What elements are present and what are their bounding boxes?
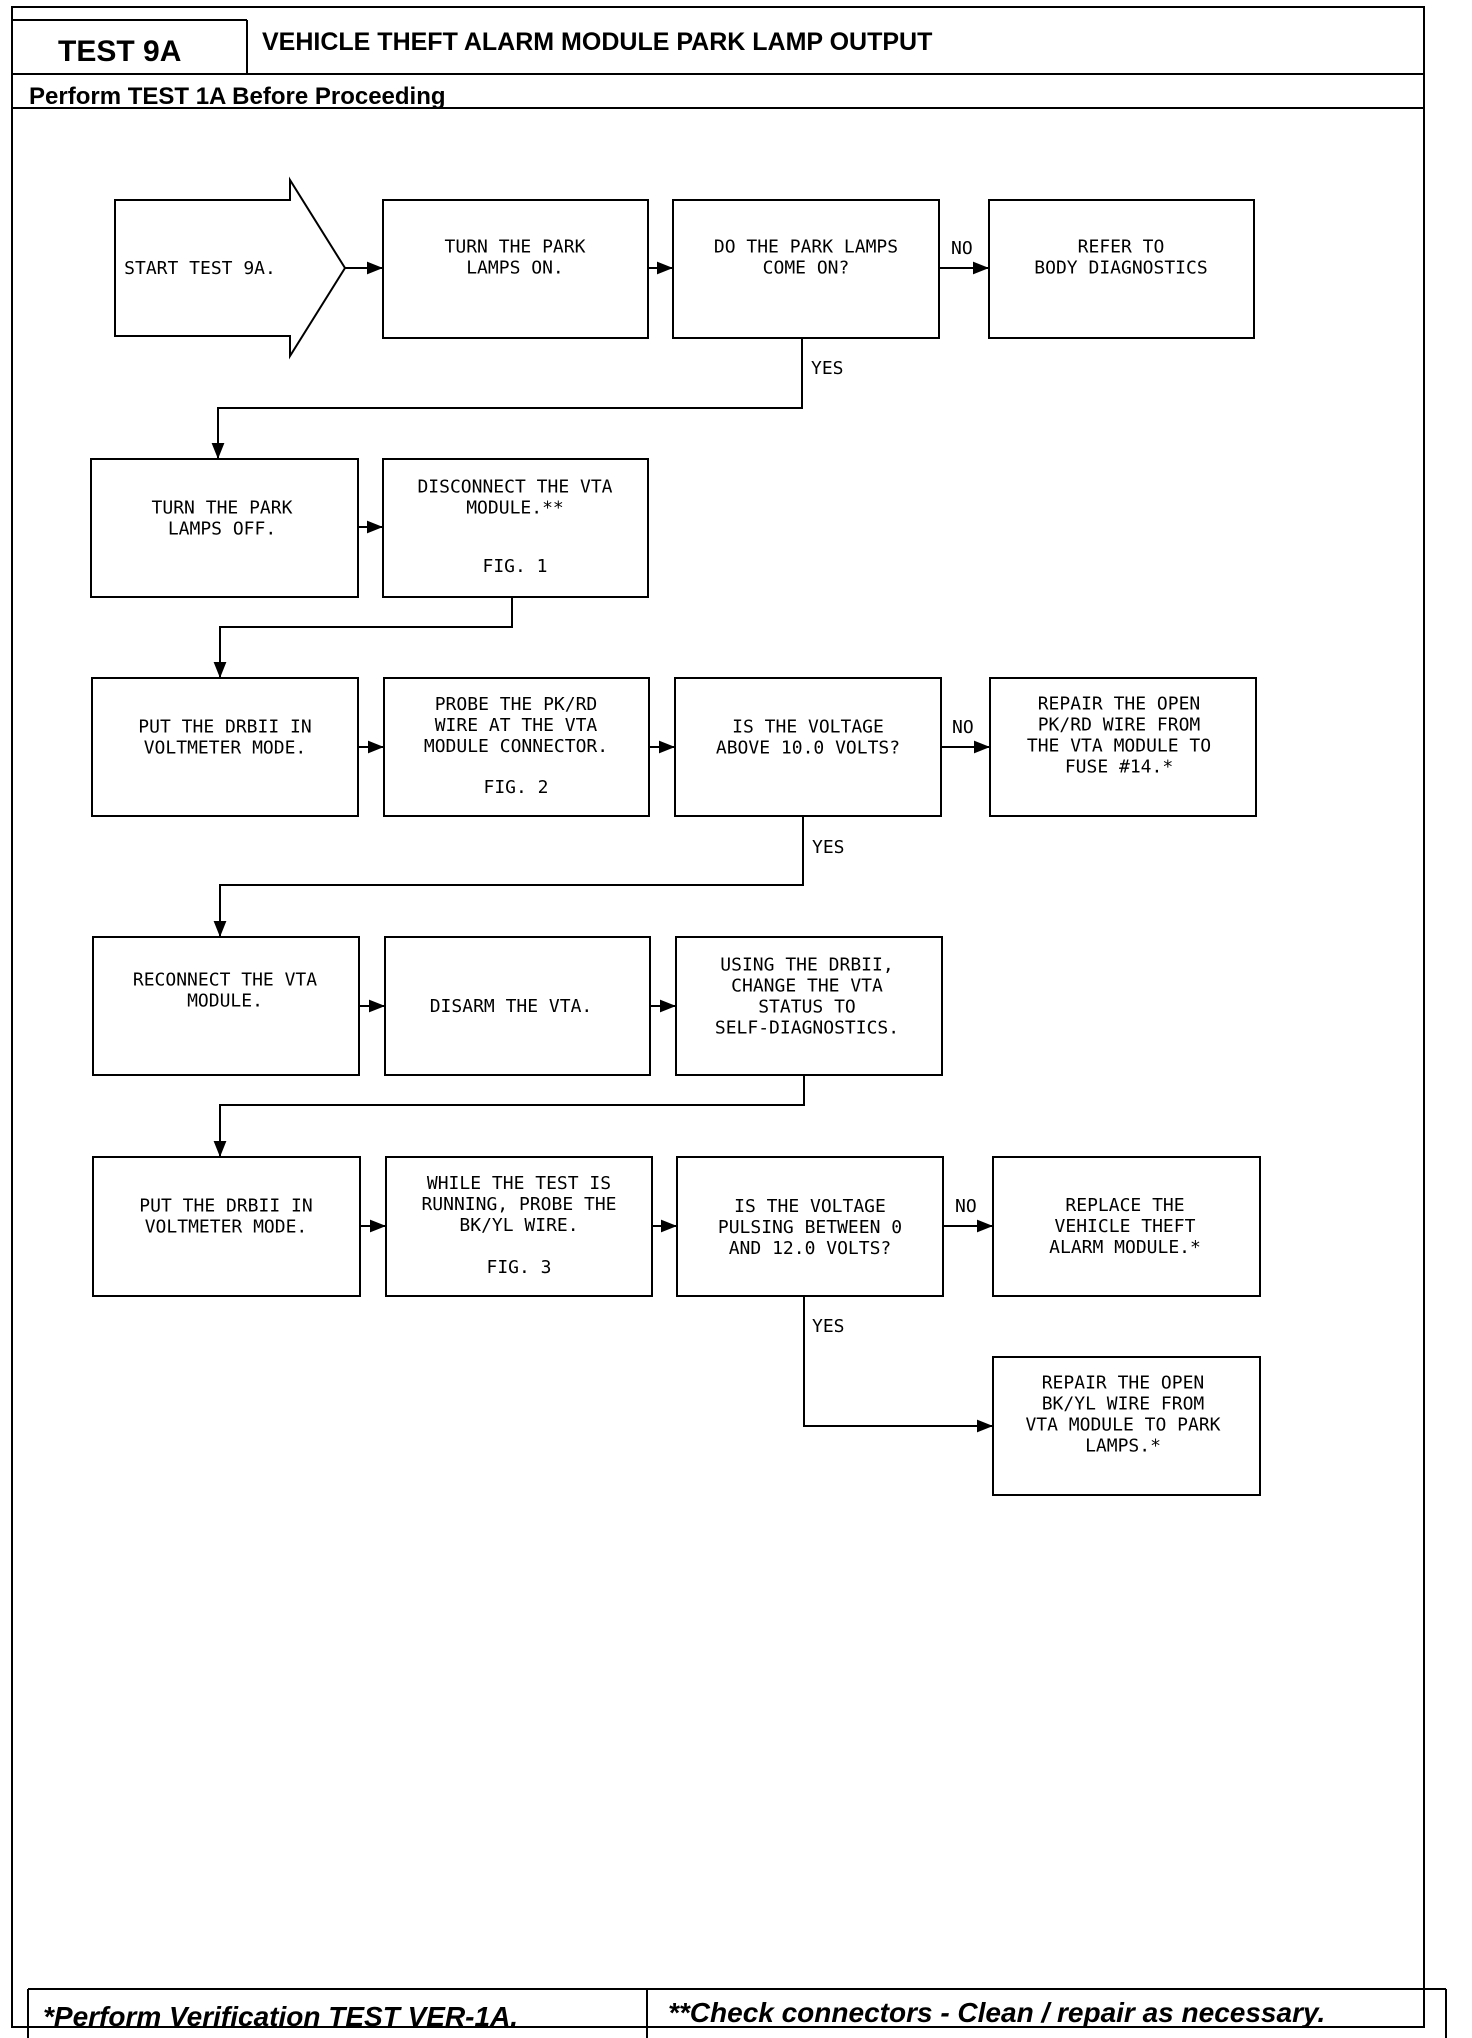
start-test-label: START TEST 9A. — [124, 258, 276, 279]
voltage-pulsing-question-box — [676, 1156, 944, 1297]
text-line: PK/RD WIRE FROM — [1038, 715, 1201, 736]
text-line: THE VTA MODULE TO — [1027, 736, 1211, 757]
fig-2-label: FIG. 2 — [483, 777, 548, 798]
test-id: TEST 9A — [58, 35, 181, 68]
text-line: PULSING BETWEEN 0 — [718, 1217, 902, 1238]
text-line: TURN THE PARK — [445, 237, 586, 258]
text-line: WIRE AT THE VTA — [435, 715, 598, 736]
text-line: ABOVE 10.0 VOLTS? — [716, 738, 900, 759]
text-line: BODY DIAGNOSTICS — [1034, 258, 1207, 279]
text-line: MODULE.** — [466, 498, 564, 519]
fig-1-label: FIG. 1 — [482, 556, 547, 577]
connector-yes-repair-bkyl — [803, 1296, 993, 1433]
repair-bkyl-box — [992, 1356, 1261, 1496]
yes-label-2: YES — [812, 837, 845, 858]
connector-yes-to-reconnect — [213, 816, 804, 937]
text-line: REPLACE THE — [1065, 1195, 1184, 1216]
footer-verification-note: *Perform Verification TEST VER-1A. — [43, 2001, 518, 2032]
probe-pkrd-box — [383, 677, 650, 817]
prerequisite-note: Perform TEST 1A Before Proceeding — [29, 83, 446, 110]
text-line: TURN THE PARK — [152, 498, 293, 519]
text-line: BK/YL WIRE FROM — [1042, 1394, 1205, 1415]
voltage-above-10-question-box — [674, 677, 942, 817]
self-diagnostics-box — [675, 936, 943, 1076]
text-line: CHANGE THE VTA — [731, 976, 883, 997]
text-line: VOLTMETER MODE. — [144, 738, 307, 759]
no-label-2: NO — [952, 717, 974, 738]
connector-disconnect-to-voltmeter — [213, 597, 513, 678]
start-arrow-shape — [114, 176, 347, 360]
text-line: VOLTMETER MODE. — [145, 1217, 308, 1238]
yes-label-1: YES — [811, 358, 844, 379]
text-line: REFER TO — [1078, 237, 1165, 258]
text-line: PUT THE DRBII IN — [139, 1196, 312, 1217]
text-line: WHILE THE TEST IS — [427, 1173, 611, 1194]
disarm-vta-text: DISARM THE VTA. — [430, 996, 593, 1017]
text-line: IS THE VOLTAGE — [734, 1196, 886, 1217]
no-label-1: NO — [951, 238, 973, 259]
text-line: RECONNECT THE VTA — [133, 970, 317, 991]
page-title: VEHICLE THEFT ALARM MODULE PARK LAMP OUT… — [262, 28, 932, 56]
text-line: RUNNING, PROBE THE — [421, 1194, 616, 1215]
footer-connectors-note: **Check connectors - Clean / repair as n… — [668, 1997, 1325, 2028]
text-line: DO THE PARK LAMPS — [714, 237, 898, 258]
connector-self-diag-to-voltmeter — [213, 1075, 805, 1157]
text-line: PUT THE DRBII IN — [138, 717, 311, 738]
refer-body-diagnostics-box — [988, 199, 1255, 339]
text-line: MODULE CONNECTOR. — [424, 736, 608, 757]
text-line: REPAIR THE OPEN — [1038, 694, 1201, 715]
text-line: START TEST 9A. — [124, 258, 276, 279]
park-lamps-on-question-box — [672, 199, 940, 339]
no-label-3: NO — [955, 1196, 977, 1217]
page-border — [11, 6, 1425, 2028]
text-line: FUSE #14.* — [1065, 757, 1173, 778]
text-line: SELF-DIAGNOSTICS. — [715, 1018, 899, 1039]
repair-pkrd-box — [989, 677, 1257, 817]
turn-lamps-off-box — [90, 458, 359, 598]
yes-label-3: YES — [812, 1316, 845, 1337]
text-line: IS THE VOLTAGE — [732, 717, 884, 738]
text-line: VTA MODULE TO PARK — [1025, 1415, 1220, 1436]
text-line: LAMPS.* — [1085, 1436, 1161, 1457]
text-line: LAMPS OFF. — [168, 519, 276, 540]
text-line: MODULE. — [187, 991, 263, 1012]
reconnect-vta-box — [92, 936, 360, 1076]
fig-3-label: FIG. 3 — [486, 1257, 551, 1278]
voltmeter-mode-box-2 — [92, 1156, 361, 1297]
text-line: PROBE THE PK/RD — [435, 694, 598, 715]
text-line: DISARM THE VTA. — [430, 996, 593, 1017]
replace-module-box — [992, 1156, 1261, 1297]
disconnect-vta-box — [382, 458, 649, 598]
text-line: VEHICLE THEFT — [1055, 1216, 1196, 1237]
text-line: ALARM MODULE.* — [1049, 1237, 1201, 1258]
text-line: COME ON? — [763, 258, 850, 279]
text-line: REPAIR THE OPEN — [1042, 1373, 1205, 1394]
text-line: LAMPS ON. — [466, 258, 564, 279]
text-line: AND 12.0 VOLTS? — [729, 1238, 892, 1259]
text-line: STATUS TO — [758, 997, 856, 1018]
probe-bkyl-box — [385, 1156, 653, 1297]
text-line: BK/YL WIRE. — [459, 1215, 578, 1236]
text-line: USING THE DRBII, — [720, 955, 893, 976]
disarm-vta-box — [384, 936, 651, 1076]
connector-yes-to-turn-off — [211, 338, 803, 459]
text-line: DISCONNECT THE VTA — [417, 477, 612, 498]
